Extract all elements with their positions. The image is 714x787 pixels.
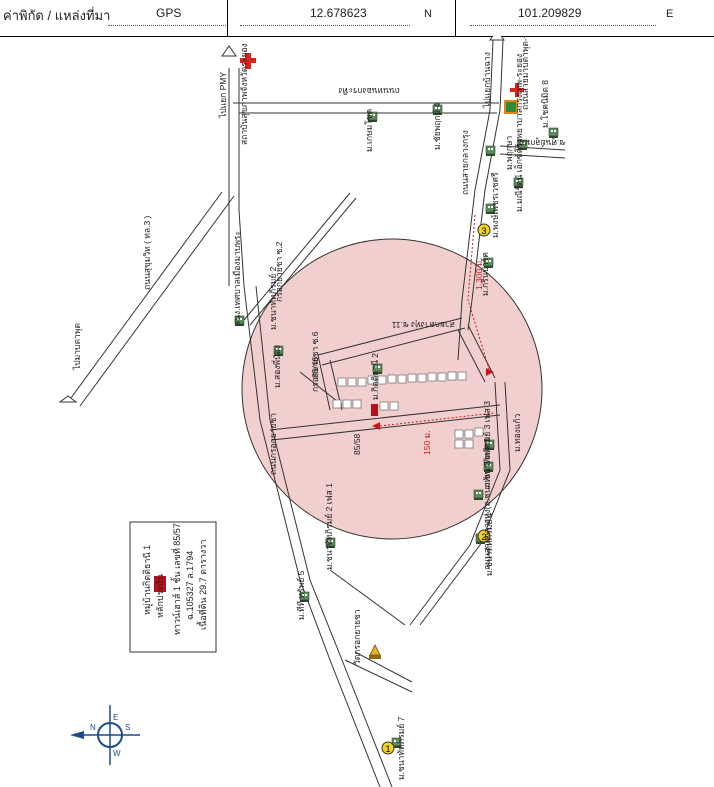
distance-label: 150 ม. — [422, 430, 432, 455]
hospital-icon — [510, 83, 524, 97]
landmark-label: ม.มณีรัตน์ เอ็กซ์ตร้า — [513, 139, 524, 213]
road-label: ถนนสายกลางทุ่ง(ถ.ชนาทัท) 3 เฟส 3 — [482, 438, 493, 570]
coordinate-header: ค่าพิกัด / แหล่งที่มา GPS 12.678623 N 10… — [0, 0, 714, 37]
landmark-label: ม.โชคนิมิต 8 — [540, 80, 550, 128]
legend-line: ทาวน์เฮาส์ 1 ชั้น เลขที่ 85/57 — [170, 523, 182, 635]
landmark-label: ม.กิตติธานี 2 — [370, 353, 380, 400]
landmark-label: ม.กรีนปาร์ค — [480, 252, 490, 296]
road-label: ถนนกรอกยายชา — [268, 413, 278, 475]
svg-text:S: S — [125, 723, 130, 732]
road-label: ไปมาบตาพุด — [72, 323, 83, 371]
landmark-label: วัดกรอกยายชา — [352, 609, 362, 665]
temple-icon — [369, 643, 381, 659]
landmark-label: ม.ชนาทัทภิรมย์ 2 — [268, 266, 278, 330]
distance-label: 1,300 ม. — [474, 258, 484, 290]
landmark-label: ม.พงษ์เพชรเวชศรี — [490, 172, 500, 238]
lane-label: 85/46 — [310, 356, 320, 378]
dotted-line — [240, 24, 410, 26]
svg-text:3: 3 — [481, 226, 486, 236]
landmark-label: ม.ชนาทัทภิรมย์ 3 เฟส 3 — [482, 401, 492, 488]
source-value: GPS — [156, 6, 182, 20]
road-label: ไปแยกบ้านฉาง — [482, 52, 492, 109]
svg-text:E: E — [113, 713, 118, 722]
road-label: ถนนสายกลางกรุง — [460, 130, 471, 195]
numbered-marker: 3 — [477, 223, 491, 237]
road-label: กรอกยายชา ซ.6 — [310, 331, 320, 392]
dotted-line — [470, 24, 656, 26]
road-label: ถนนหนองกระทิง — [339, 86, 400, 96]
header-label-cell: ค่าพิกัด / แหล่งที่มา GPS — [0, 0, 228, 36]
numbered-marker: 1 — [381, 741, 395, 755]
road-label: สายกลางทุ่ง ซ.11 — [391, 319, 455, 330]
svg-text:1: 1 — [385, 744, 390, 754]
road-label: ถนนสุขุมวิท ( ทล.3 ) — [142, 215, 153, 290]
svg-text:W: W — [113, 749, 121, 758]
landmark-label: โรงพยาบาลกรุงเทพ-ระยอง — [514, 54, 525, 152]
road-network — [67, 39, 566, 787]
svg-text:N: N — [90, 723, 96, 732]
hospital-icon — [240, 53, 256, 69]
direction-arrow-icon — [58, 36, 505, 403]
location-map: 3 2 1 ไปแยก PMY ถนนหนองกระทิง ไปแยกบ้านฉ… — [58, 36, 566, 787]
legend-line: เนื้อที่ดิน 29.7 ตารางวา — [196, 540, 208, 630]
legend: หมู่บ้านกิตติธานี 1 หลักประกัน ทาวน์เฮาส… — [129, 521, 217, 653]
distance-lines — [379, 214, 495, 427]
road-label: ถนนสายมาบตาพุด-ระยอง — [520, 36, 531, 110]
road-label: ซ.ศูนย์ลูกมอ — [520, 137, 565, 148]
latitude-value: 12.678623 — [310, 6, 367, 20]
landmark-label: ม.พฤกษา — [504, 136, 514, 170]
landmark-label: ม.ชนาทัทภิรมย์ 2 เฟส 1 — [324, 483, 334, 570]
dotted-line — [108, 24, 226, 26]
longitude-value: 101.209829 — [518, 6, 582, 20]
landmark-label: ม.ทองแก้ว — [512, 414, 522, 452]
longitude-cell: 101.209829 E — [456, 0, 714, 36]
townhouse-blocks — [332, 371, 484, 449]
landmark-label: ม.ทีที ทรัพย์ 5 — [296, 570, 306, 620]
road-label: ไปแยก PMY — [218, 72, 228, 119]
legend-line: ฉ.105327 ล.1794 — [185, 551, 195, 620]
landmark-label: ม.เกษมโชค — [364, 109, 374, 152]
svg-text:2: 2 — [481, 532, 486, 542]
numbered-marker: 2 — [477, 529, 491, 543]
landmark-label: ม.ชนาทัทภิรมย์ 7 — [396, 716, 406, 780]
compass-rose: N S E W — [70, 705, 140, 765]
longitude-unit: E — [666, 8, 674, 20]
landmark-label: ม.สองพี่น้อง — [271, 345, 282, 388]
road-label: กรอกยายชา ซ.2 — [274, 241, 284, 302]
collateral-unit — [371, 404, 378, 416]
legend-title: หมู่บ้านกิตติธานี 1 — [142, 545, 153, 615]
legend-swatch — [154, 576, 166, 592]
latitude-unit: N — [424, 8, 432, 20]
landmark-label: สถาบันสุขภาพจังหวัดระยอง — [239, 43, 250, 145]
store-icon — [504, 100, 518, 114]
radius-circle — [241, 238, 543, 540]
landmark-label: สนง.เทศบาลเมืองมาบพระ — [232, 231, 242, 326]
lane-label: 85/58 — [352, 433, 362, 455]
legend-item: หลักประกัน — [155, 574, 165, 618]
distance-arrows — [372, 368, 494, 430]
header-label: ค่าพิกัด / แหล่งที่มา — [3, 8, 111, 23]
landmark-label: ม.ชนาทัทภิรมย์ 4 — [484, 512, 494, 576]
latitude-cell: 12.678623 N — [228, 0, 456, 36]
landmark-label: ม.ชัยพฤกษ์ 4 — [432, 102, 442, 150]
